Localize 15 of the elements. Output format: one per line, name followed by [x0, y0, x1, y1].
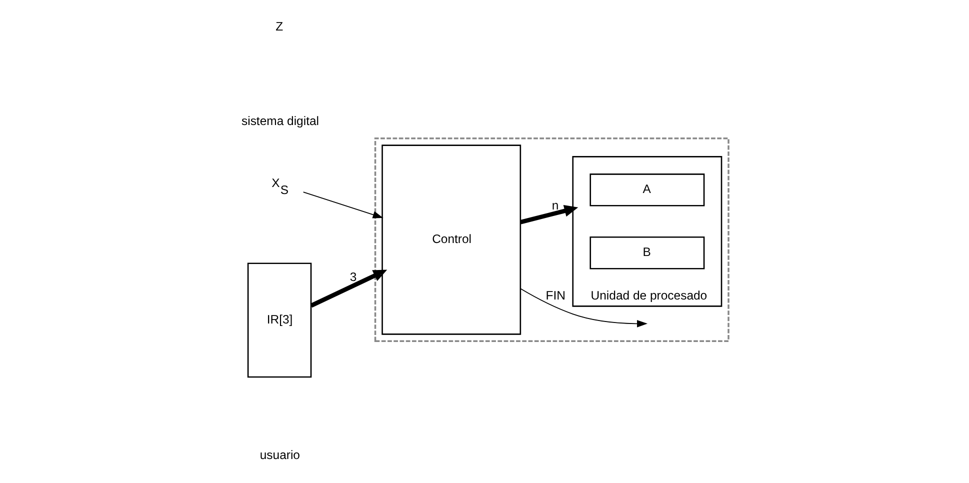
arrow	[520, 205, 578, 224]
edge-label: FIN	[545, 288, 565, 302]
edge-label: 3	[349, 270, 356, 284]
arrow	[302, 192, 383, 218]
node-box: B	[589, 236, 704, 270]
node-box: Control	[381, 144, 521, 335]
label: usuario	[259, 448, 300, 462]
arrow	[520, 288, 648, 328]
cluster	[374, 137, 729, 342]
node-box: A	[589, 174, 704, 206]
arrow	[310, 270, 387, 308]
label: sistema digital	[240, 114, 319, 128]
node-box: IR[3]	[246, 262, 312, 378]
label: Z	[275, 20, 283, 34]
edge-label: n	[551, 198, 558, 212]
